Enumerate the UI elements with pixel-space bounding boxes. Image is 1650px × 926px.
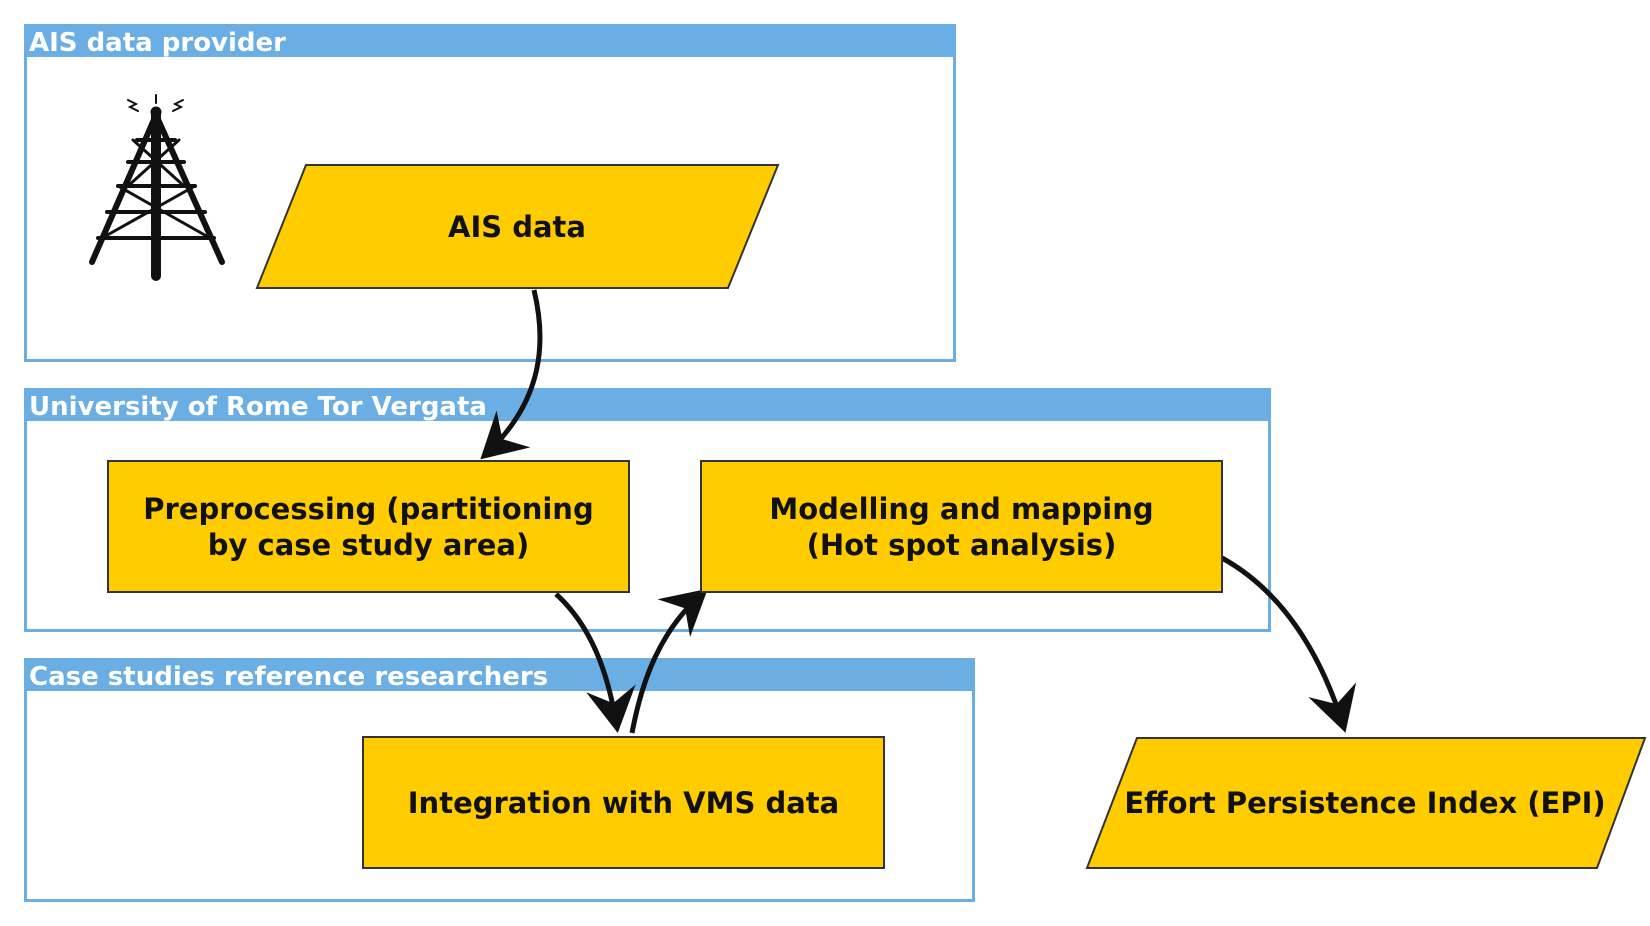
arrow-modelling-to-epi: [1220, 555, 1357, 733]
epi-label: Effort Persistence Index (EPI): [1124, 786, 1606, 820]
preprocessing-label: Preprocessing (partitioning by case stud…: [143, 491, 594, 562]
ais-data-node: AIS data: [307, 165, 727, 288]
epi-node: Effort Persistence Index (EPI): [1110, 738, 1620, 868]
ais-data-label: AIS data: [448, 209, 586, 244]
ais-data-shape: [255, 164, 780, 289]
modelling-label: Modelling and mapping (Hot spot analysis…: [769, 491, 1154, 562]
lane-title-ais-data-provider: AIS data provider: [27, 27, 953, 57]
lane-title-researchers: Case studies reference researchers: [27, 661, 972, 691]
arrow-ais-to-preprocessing: [480, 289, 543, 460]
lane-title-university: University of Rome Tor Vergata: [27, 391, 1268, 421]
radio-tower-icon: [89, 94, 225, 281]
epi-shape: [1085, 737, 1647, 869]
integration-node: Integration with VMS data: [362, 736, 885, 869]
modelling-node: Modelling and mapping (Hot spot analysis…: [700, 460, 1223, 593]
preprocessing-node: Preprocessing (partitioning by case stud…: [107, 460, 630, 593]
integration-label: Integration with VMS data: [407, 785, 840, 820]
lane-ais-data-provider: AIS data provider: [24, 24, 956, 362]
arrow-integration-to-modelling: [629, 588, 708, 734]
arrow-preprocessing-to-integration: [554, 592, 636, 733]
